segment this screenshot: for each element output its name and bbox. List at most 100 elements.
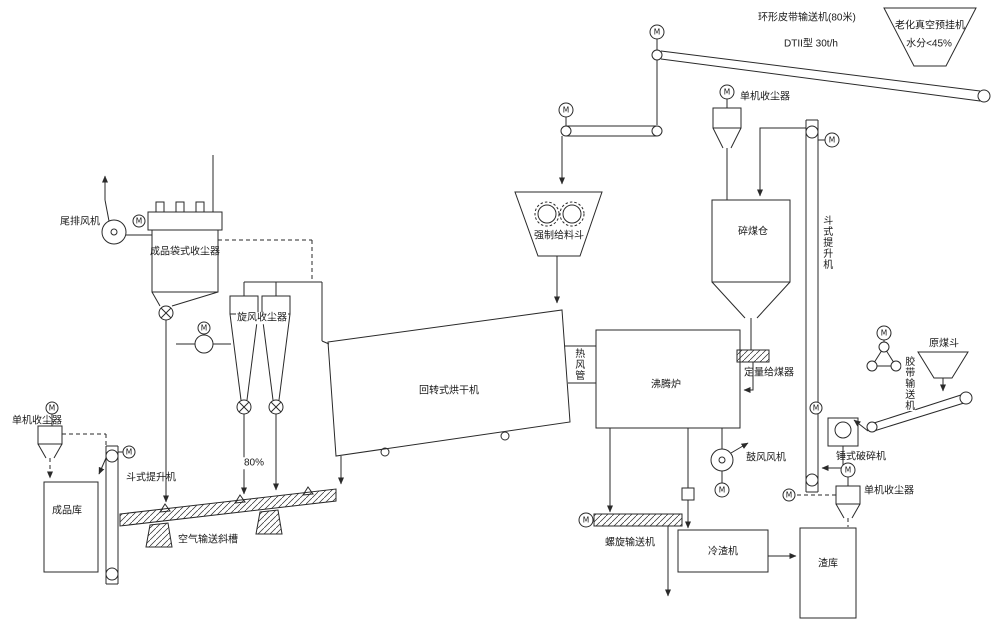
pulley-icon xyxy=(890,360,902,372)
label-coal-dust-collector: 单机收尘器 xyxy=(740,91,790,103)
fan-icon xyxy=(710,448,734,472)
label-belt-conveyor: 胶带输送机 xyxy=(901,356,915,411)
motor-letter: M xyxy=(724,88,730,97)
label-aging-machine: 老化真空预挂机 xyxy=(895,20,965,32)
collector-body xyxy=(835,485,861,505)
pulley-icon xyxy=(866,421,878,433)
pulley-icon xyxy=(560,125,572,137)
label-fluidized-furnace: 沸腾炉 xyxy=(651,379,681,391)
screw-conveyor-body xyxy=(593,513,683,527)
fan-icon xyxy=(101,219,127,245)
raw-coal-belt: M xyxy=(853,325,973,433)
pulley-icon xyxy=(977,89,991,103)
chute-anchor-icon xyxy=(234,494,246,504)
pulley-icon xyxy=(651,49,663,61)
motor-letter: M xyxy=(654,28,660,37)
coal-dust-collector: M xyxy=(712,84,742,200)
rotor-icon xyxy=(834,421,852,439)
label-cyclone-collector: 旋风收尘器 xyxy=(236,312,288,324)
label-screw-conveyor: 螺旋输送机 xyxy=(605,537,655,549)
tail-exhaust-fan: M xyxy=(101,175,146,245)
motor-letter: M xyxy=(845,466,851,475)
hammer-crusher: M xyxy=(809,401,859,471)
gear-teeth-icon xyxy=(559,201,585,227)
bag-cap xyxy=(195,201,205,213)
label-bag-collector: 成品袋式收尘器 xyxy=(150,246,220,258)
screw-conveyor: M xyxy=(578,512,683,597)
motor-icon: M xyxy=(809,401,823,415)
label-ring-conveyor-spec: DTII型 30t/h xyxy=(784,38,838,50)
label-coal-bin: 碎煤仓 xyxy=(738,226,768,238)
pulley-icon xyxy=(878,341,890,353)
label-air-chute: 空气输送斜槽 xyxy=(178,534,238,546)
rotary-dryer xyxy=(327,309,571,485)
fluidized-furnace xyxy=(595,329,741,529)
air-chute xyxy=(119,486,337,548)
motor-icon: M xyxy=(649,24,665,40)
motor-icon: M xyxy=(132,214,146,228)
motor-icon: M xyxy=(840,462,856,478)
label-product-dust-collector: 单机收尘器 xyxy=(12,415,62,427)
support-roller-icon xyxy=(500,431,510,441)
bucket-elevator-left: M xyxy=(98,445,136,585)
collector-body xyxy=(37,425,63,445)
motor-letter: M xyxy=(786,491,792,500)
motor-letter: M xyxy=(136,217,142,226)
ring-belt-conveyor: M xyxy=(649,24,991,125)
label-raw-coal-hopper: 原煤斗 xyxy=(929,338,959,350)
label-bucket-elevator-left: 斗式提升机 xyxy=(126,472,176,484)
blower-fan: M xyxy=(710,442,749,498)
label-slag-cooler: 冷渣机 xyxy=(708,546,738,558)
support-roller-icon xyxy=(380,447,390,457)
raw-coal-hopper-shape xyxy=(917,351,969,379)
pulley-icon xyxy=(105,449,119,463)
pulley-icon xyxy=(959,391,973,405)
motor-letter: M xyxy=(583,516,589,525)
label-moisture: 水分<45% xyxy=(906,38,952,50)
gear-icon xyxy=(562,204,582,224)
slag-cooler xyxy=(677,529,797,573)
rotary-valve-icon xyxy=(268,399,284,415)
rotary-valve-icon xyxy=(158,305,174,321)
motor-icon: M xyxy=(578,512,594,528)
motor-letter: M xyxy=(201,324,207,333)
aging-machine xyxy=(883,7,977,67)
coal-bin xyxy=(711,199,791,393)
rotary-valve-icon xyxy=(236,399,252,415)
slag-store: M M xyxy=(782,462,861,619)
bag-cap xyxy=(155,201,165,213)
motor-letter: M xyxy=(563,106,569,115)
pulley-icon xyxy=(866,360,878,372)
fan-icon xyxy=(194,334,214,354)
pulley-icon xyxy=(805,125,819,139)
label-slag-store: 渣库 xyxy=(818,558,838,570)
motor-icon: M xyxy=(45,401,59,415)
label-product-store: 成品库 xyxy=(52,505,82,517)
motor-letter: M xyxy=(881,329,887,338)
bag-dust-collector xyxy=(126,155,223,503)
label-rotary-dryer: 回转式烘干机 xyxy=(419,385,479,397)
motor-icon: M xyxy=(719,84,735,100)
bucket-elevator-right: M xyxy=(757,119,840,493)
chute-anchor-icon xyxy=(159,503,171,513)
motor-letter: M xyxy=(49,404,55,413)
pulley-icon xyxy=(105,567,119,581)
bag-cap xyxy=(175,201,185,213)
forced-feeder xyxy=(514,191,603,304)
gear-icon xyxy=(537,204,557,224)
chute-support xyxy=(255,509,283,535)
label-bucket-elevator-right: 斗式提升机 xyxy=(819,215,833,270)
motor-icon: M xyxy=(824,132,840,148)
motor-letter: M xyxy=(126,448,132,457)
motor-icon: M xyxy=(782,488,796,502)
motor-icon: M xyxy=(876,325,892,341)
chute-support xyxy=(145,522,173,548)
motor-letter: M xyxy=(813,404,819,413)
slag-valve xyxy=(681,487,695,501)
motor-icon: M xyxy=(122,445,136,459)
label-forced-feeder: 强制给料斗 xyxy=(534,230,584,242)
pulley-icon xyxy=(805,473,819,487)
label-ring-conveyor: 环形皮带输送机(80米) xyxy=(758,12,856,24)
